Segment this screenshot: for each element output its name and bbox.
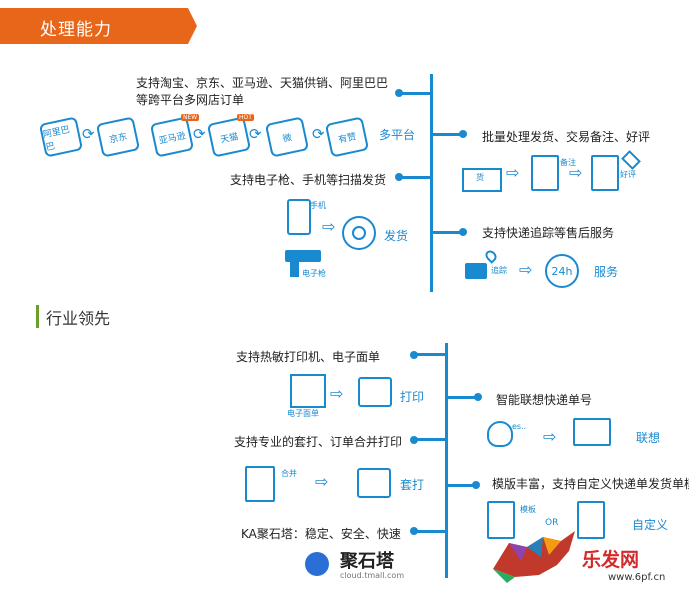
custom-label: 自定义: [632, 518, 669, 532]
ka-text: KA聚石塔：稳定、安全、快速: [241, 527, 401, 541]
timeline-connector: [415, 530, 445, 533]
timeline-dot: [395, 89, 403, 97]
sync-icon: ⟳: [249, 125, 262, 143]
timeline-connector: [430, 231, 460, 234]
puzzle-icon: 阿里巴巴: [38, 116, 84, 158]
truck-icon: [465, 263, 487, 279]
timeline-connector: [400, 92, 430, 95]
praise-label: 好评: [620, 170, 636, 179]
overprint-label: 套打: [400, 478, 425, 492]
monitor-icon: [573, 418, 611, 446]
checklist-icon: [591, 155, 619, 191]
bull-logo-icon: [493, 531, 575, 583]
arrow-icon: ⇨: [315, 472, 329, 491]
scanner-gun-handle: [290, 261, 299, 277]
location-pin-icon: [483, 248, 499, 264]
timeline-connector: [400, 176, 430, 179]
multi-platform-label: 多平台: [379, 128, 416, 142]
assoc-label: 联想: [636, 431, 661, 445]
arrow-icon: ⇨: [330, 384, 344, 403]
puzzle-icon: 京东: [95, 116, 141, 158]
new-badge: NEW: [181, 114, 200, 121]
target-icon: [342, 216, 376, 250]
gun-label: 电子枪: [302, 269, 326, 278]
printer-icon: [358, 377, 392, 407]
timeline-dot: [395, 173, 403, 181]
sync-icon: ⟳: [82, 125, 95, 143]
puzzle-icon: 微: [264, 116, 310, 158]
platforms-text-line1: 支持淘宝、京东、亚马逊、天猫供销、阿里巴巴: [136, 76, 389, 90]
section-title: 处理能力: [40, 20, 112, 40]
es-label: es..: [512, 422, 527, 431]
puzzle-icon: 亚马逊: [149, 116, 195, 158]
arrow-icon: ⇨: [519, 260, 533, 279]
box-label: 货: [476, 173, 484, 182]
timeline-axis: [430, 74, 433, 292]
phone-icon: [287, 199, 311, 235]
diamond-icon: [621, 150, 641, 170]
puzzle-icon: 有赞: [324, 116, 370, 158]
clock-24h-icon: 24h: [545, 254, 579, 288]
timeline-dot: [410, 351, 418, 359]
custom-doc-icon: [577, 501, 605, 539]
timeline-dot: [459, 228, 467, 236]
timeline-dot: [410, 436, 418, 444]
hot-badge: HOT: [237, 114, 254, 121]
platforms-text-line2: 等跨平台多网店订单: [136, 93, 245, 107]
jst-url: cloud.tmall.com: [340, 571, 405, 580]
doc-stack-icon: [245, 466, 275, 502]
template-text: 模版丰富，支持自定义快递单发货单模: [492, 477, 689, 491]
print-label: 打印: [400, 390, 425, 404]
timeline-connector: [415, 353, 445, 356]
ship-label: 发货: [384, 229, 409, 243]
batch-text: 批量处理发货、交易备注、好评: [482, 130, 651, 144]
sync-icon: ⟳: [193, 125, 206, 143]
scanner-gun-icon: [285, 250, 321, 262]
phone-label: 手机: [310, 201, 326, 210]
or-label: OR: [545, 518, 559, 528]
jst-logo-icon: [305, 552, 329, 576]
boxes-icon: [462, 168, 502, 192]
section-banner-processing: 处理能力: [0, 8, 197, 44]
sync-icon: ⟳: [312, 125, 325, 143]
note-doc-icon: [531, 155, 559, 191]
watermark-url: www.6pf.cn: [608, 572, 666, 583]
user-icon: [487, 421, 513, 447]
target-center: [352, 226, 366, 240]
scan-text: 支持电子枪、手机等扫描发货: [230, 173, 387, 187]
section-marker: [36, 305, 39, 328]
arrow-icon: ⇨: [506, 163, 520, 182]
timeline-connector: [430, 133, 460, 136]
service-label: 服务: [594, 265, 619, 279]
track-label: 追踪: [491, 266, 507, 275]
arrow-icon: ⇨: [322, 217, 336, 236]
merge-text: 支持专业的套打、订单合并打印: [234, 435, 403, 449]
timeline-dot: [472, 481, 480, 489]
section-title: 行业领先: [46, 309, 111, 328]
merge-doc-label: 合并: [281, 469, 297, 478]
timeline-dot: [410, 527, 418, 535]
timeline-dot: [459, 130, 467, 138]
jst-name: 聚石塔: [340, 551, 394, 572]
printer-icon: [357, 468, 391, 498]
timeline-connector: [415, 438, 445, 441]
timeline-axis: [445, 343, 448, 578]
timeline-dot: [474, 393, 482, 401]
template-label: 模板: [520, 505, 536, 514]
timeline-connector: [445, 396, 475, 399]
template-doc-icon: [487, 501, 515, 539]
timeline-connector: [445, 484, 473, 487]
arrow-icon: ⇨: [543, 427, 557, 446]
puzzle-icon: 天猫: [206, 116, 252, 158]
assoc-text: 智能联想快递单号: [496, 393, 593, 407]
arrow-icon: ⇨: [569, 163, 583, 182]
watermark-brand: 乐发网: [582, 549, 640, 571]
print-text: 支持热敏打印机、电子面单: [236, 350, 381, 364]
note-label: 备注: [560, 158, 576, 167]
track-text: 支持快递追踪等售后服务: [482, 226, 615, 240]
barcode-icon: [290, 374, 326, 408]
waybill-label: 电子面单: [287, 409, 319, 418]
